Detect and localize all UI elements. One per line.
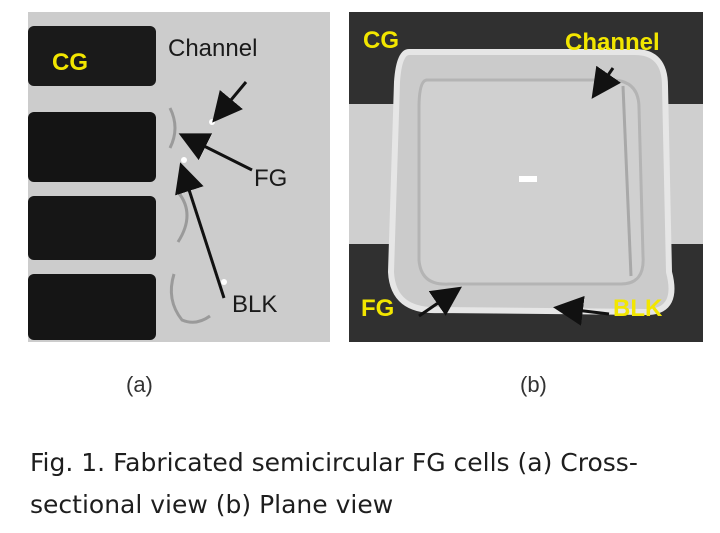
subfigure-a-label: (a) <box>126 372 153 397</box>
fg-arrow <box>178 133 253 172</box>
panel-b-plane-view: CG Channel FG BLK <box>349 12 703 342</box>
fg-arrow-b <box>418 286 462 318</box>
cg-label: CG <box>52 49 88 76</box>
subfigure-b-label: (b) <box>520 372 547 397</box>
cross-section-image: CG Channel FG BLK <box>28 12 330 342</box>
fg-label: FG <box>254 165 287 192</box>
figure-caption: Fig. 1. Fabricated semicircular FG cells… <box>30 448 638 519</box>
blk-label-b: BLK <box>613 295 663 322</box>
plane-view-image: CG Channel FG BLK <box>349 12 703 342</box>
channel-arrow <box>212 81 248 123</box>
channel-label: Channel <box>168 35 257 62</box>
panel-a-cross-section: CG Channel FG BLK <box>28 12 330 342</box>
channel-arrow-b <box>591 65 621 99</box>
blk-label: BLK <box>232 291 277 318</box>
fg-label-b: FG <box>361 295 394 322</box>
gate-fingers <box>28 26 156 340</box>
blk-arrow-b <box>553 295 610 326</box>
blk-arrow <box>175 162 226 299</box>
cg-label-b: CG <box>363 27 399 54</box>
channel-label-b: Channel <box>565 29 660 56</box>
